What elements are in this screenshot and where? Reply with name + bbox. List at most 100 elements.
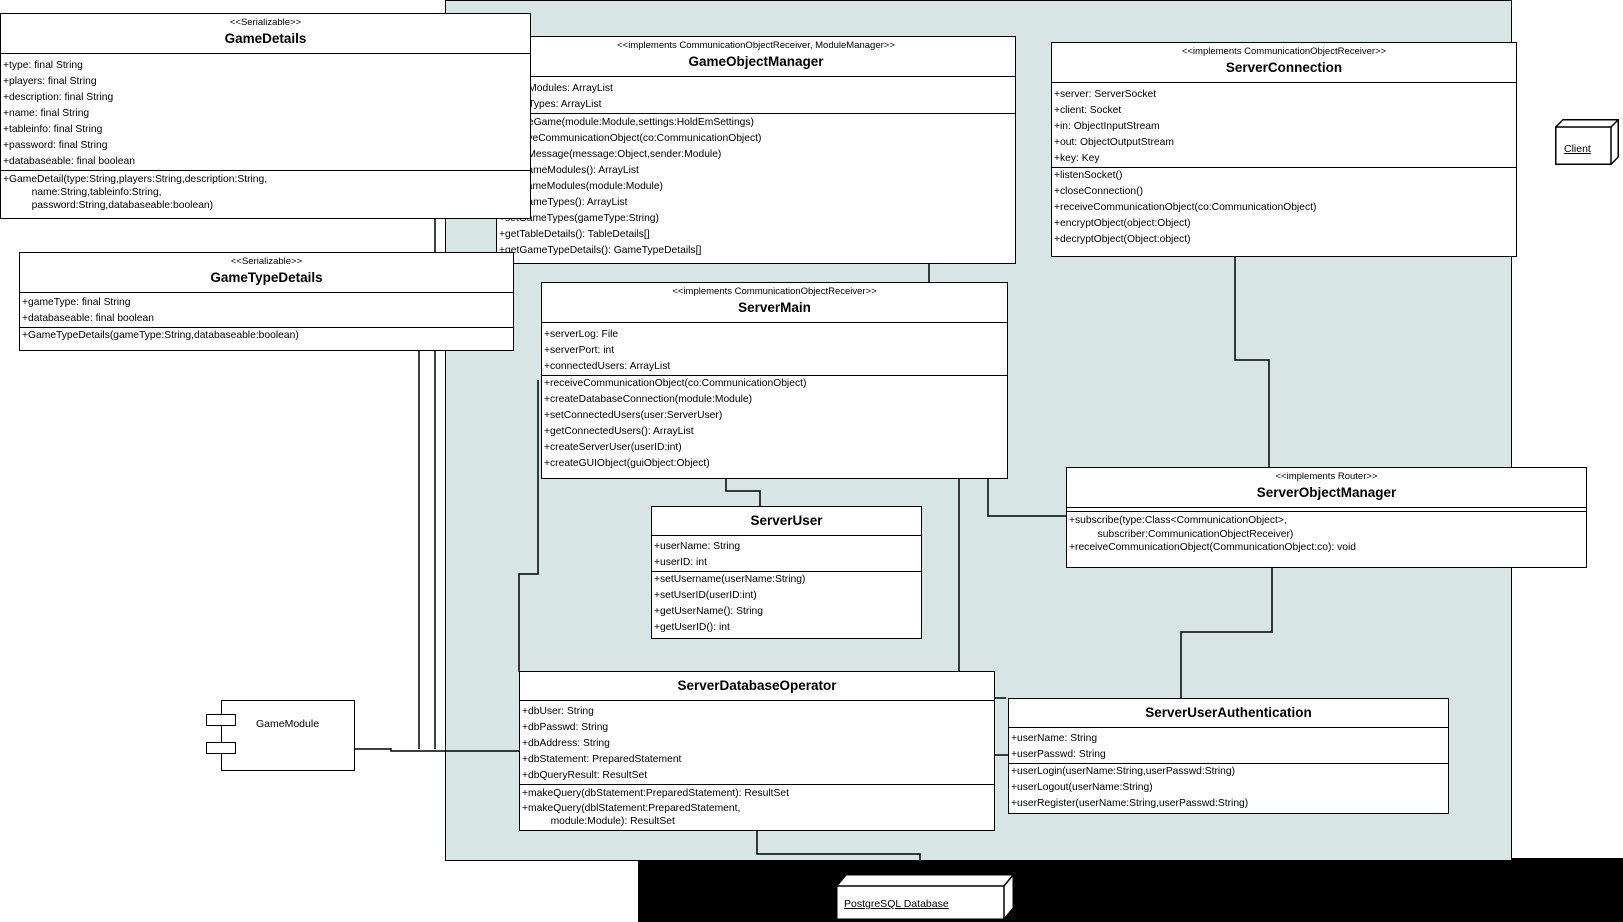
attribute: +serverLog: File <box>544 329 619 340</box>
component-body <box>221 700 355 771</box>
attribute: +connectedUsers: ArrayList <box>544 361 671 372</box>
operation: +setUsername(userName:String) <box>654 574 806 585</box>
attribute: +players: final String <box>3 76 97 87</box>
operation: +createServerUser(userID:int) <box>544 442 682 453</box>
class-stereotype: <<implements CommunicationObjectReceiver… <box>617 40 895 51</box>
operation-compartment: +createGame(module:Module,settings:HoldE… <box>497 114 1015 259</box>
class-header: ServerUser <box>652 507 921 536</box>
operation-compartment: +userLogin(userName:String,userPasswd:St… <box>1009 764 1448 812</box>
class-server-user[interactable]: ServerUser +userName: String +userID: in… <box>651 506 922 639</box>
attribute: -gameModules: ArrayList <box>499 83 613 94</box>
operation: +encryptObject(object:Object) <box>1054 218 1191 229</box>
component-game-module[interactable]: GameModule <box>206 700 356 772</box>
component-tab-bottom <box>206 742 236 754</box>
operation: +receiveCommunicationObject(Communicatio… <box>1069 542 1357 553</box>
operation: +getConnectedUsers(): ArrayList <box>544 426 694 437</box>
operation: +getTableDetails(): TableDetails[] <box>499 229 650 240</box>
class-name: GameDetails <box>224 31 307 46</box>
attribute: +key: Key <box>1054 153 1100 164</box>
class-stereotype: <<Serializable>> <box>230 256 303 267</box>
class-game-type-details[interactable]: <<Serializable>> GameTypeDetails +gameTy… <box>19 252 514 351</box>
attribute-compartment: +server: ServerSocket +client: Socket +i… <box>1052 83 1516 168</box>
class-name: ServerConnection <box>1225 60 1343 75</box>
attribute-compartment: -gameModules: ArrayList -gameTypes: Arra… <box>497 77 1015 114</box>
class-header: <<implements Router>> ServerObjectManage… <box>1067 468 1586 508</box>
operation: +receiveCommunicationObject(co:Communica… <box>1054 202 1317 213</box>
operation: +userLogout(userName:String) <box>1011 782 1153 793</box>
class-game-object-manager[interactable]: <<implements CommunicationObjectReceiver… <box>496 36 1016 264</box>
attribute: +password: final String <box>3 140 108 151</box>
operation: +getGameTypes(): ArrayList <box>499 197 628 208</box>
class-stereotype: <<implements Router>> <box>1275 471 1378 482</box>
operation: +listenSocket() <box>1054 170 1123 181</box>
class-server-connection[interactable]: <<implements CommunicationObjectReceiver… <box>1051 42 1517 257</box>
operation-compartment: +makeQuery(dbStatement:PreparedStatement… <box>520 785 994 828</box>
attribute: +description: final String <box>3 92 114 103</box>
component-tab-top <box>206 714 236 726</box>
class-server-object-manager[interactable]: <<implements Router>> ServerObjectManage… <box>1066 467 1587 568</box>
operation: +subscribe(type:Class<CommunicationObjec… <box>1069 515 1287 526</box>
operation: +getGameModules(): ArrayList <box>499 165 639 176</box>
attribute-compartment: +serverLog: File +serverPort: int +conne… <box>542 323 1007 376</box>
class-server-user-authentication[interactable]: ServerUserAuthentication +userName: Stri… <box>1008 698 1449 814</box>
operation: name:String,tableinfo:String, <box>3 187 162 198</box>
operation: +createGame(module:Module,settings:HoldE… <box>499 117 754 128</box>
attribute: +dbStatement: PreparedStatement <box>522 754 682 765</box>
attribute: +gameType: final String <box>22 297 131 308</box>
node-postgresql-database[interactable]: PostgreSQL Database <box>836 874 1014 920</box>
attribute: +dbAddress: String <box>522 738 610 749</box>
operation-compartment: +GameDetail(type:String,players:String,d… <box>1 171 530 212</box>
attribute: +userPasswd: String <box>1011 749 1106 760</box>
operation-compartment: +subscribe(type:Class<CommunicationObjec… <box>1067 512 1586 555</box>
operation: +setConnectedUsers(user:ServerUser) <box>544 410 723 421</box>
attribute: +dbQueryResult: ResultSet <box>522 770 648 781</box>
class-header: <<implements CommunicationObjectReceiver… <box>497 37 1015 77</box>
operation-compartment: +listenSocket() +closeConnection() +rece… <box>1052 168 1516 248</box>
class-header: <<implements CommunicationObjectReceiver… <box>1052 43 1516 83</box>
class-stereotype: <<implements CommunicationObjectReceiver… <box>672 286 877 297</box>
class-name: ServerUser <box>750 513 823 528</box>
operation: password:String,databaseable:boolean) <box>3 200 214 211</box>
operation-compartment: +GameTypeDetails(gameType:String,databas… <box>20 328 513 344</box>
operation: module:Module): ResultSet <box>522 816 675 827</box>
class-server-database-operator[interactable]: ServerDatabaseOperator +dbUser: String +… <box>519 671 995 831</box>
operation: +receiveCommunicationObject(co:Communica… <box>544 378 807 389</box>
attribute: +userID: int <box>654 557 707 568</box>
operation-compartment: +setUsername(userName:String) +setUserID… <box>652 572 921 636</box>
class-header: <<implements CommunicationObjectReceiver… <box>542 283 1007 323</box>
operation: +createGUIObject(guiObject:Object) <box>544 458 710 469</box>
attribute: +name: final String <box>3 108 90 119</box>
node-3d-shape <box>1555 119 1619 165</box>
attribute: -gameTypes: ArrayList <box>499 99 602 110</box>
attribute: +server: ServerSocket <box>1054 89 1157 100</box>
class-name: GameTypeDetails <box>210 270 323 285</box>
class-header: ServerDatabaseOperator <box>520 672 994 701</box>
attribute: +serverPort: int <box>544 345 615 356</box>
attribute-compartment: +userName: String +userID: int <box>652 536 921 572</box>
attribute: +databaseable: final boolean <box>3 156 135 167</box>
attribute: +type: final String <box>3 60 83 71</box>
class-name: ServerDatabaseOperator <box>677 678 837 693</box>
class-header: <<Serializable>> GameDetails <box>1 14 530 54</box>
operation: +decryptObject(Object:object) <box>1054 234 1191 245</box>
node-label: PostgreSQL Database <box>844 898 949 910</box>
attribute-compartment: +gameType: final String +databaseable: f… <box>20 293 513 328</box>
node-client[interactable]: Client <box>1555 119 1619 165</box>
attribute: +userName: String <box>654 541 741 552</box>
class-stereotype: <<Serializable>> <box>229 17 302 28</box>
attribute: +userName: String <box>1011 733 1098 744</box>
operation: +sendMessage(message:Object,sender:Modul… <box>499 149 722 160</box>
operation: +getUserID(): int <box>654 622 730 633</box>
operation: +getGameTypeDetails(): GameTypeDetails[] <box>499 245 702 256</box>
class-game-details[interactable]: <<Serializable>> GameDetails +type: fina… <box>0 13 531 219</box>
attribute-compartment: +type: final String +players: final Stri… <box>1 54 530 171</box>
attribute-compartment: +dbUser: String +dbPasswd: String +dbAdd… <box>520 701 994 785</box>
class-stereotype: <<implements CommunicationObjectReceiver… <box>1181 46 1387 57</box>
operation: +receiveCommunicationObject(co:Communica… <box>499 133 762 144</box>
attribute: +tableinfo: final String <box>3 124 103 135</box>
class-server-main[interactable]: <<implements CommunicationObjectReceiver… <box>541 282 1008 479</box>
node-label: Client <box>1564 143 1591 155</box>
class-name: ServerObjectManager <box>1256 485 1397 500</box>
class-header: ServerUserAuthentication <box>1009 699 1448 728</box>
class-name: ServerUserAuthentication <box>1145 705 1312 720</box>
